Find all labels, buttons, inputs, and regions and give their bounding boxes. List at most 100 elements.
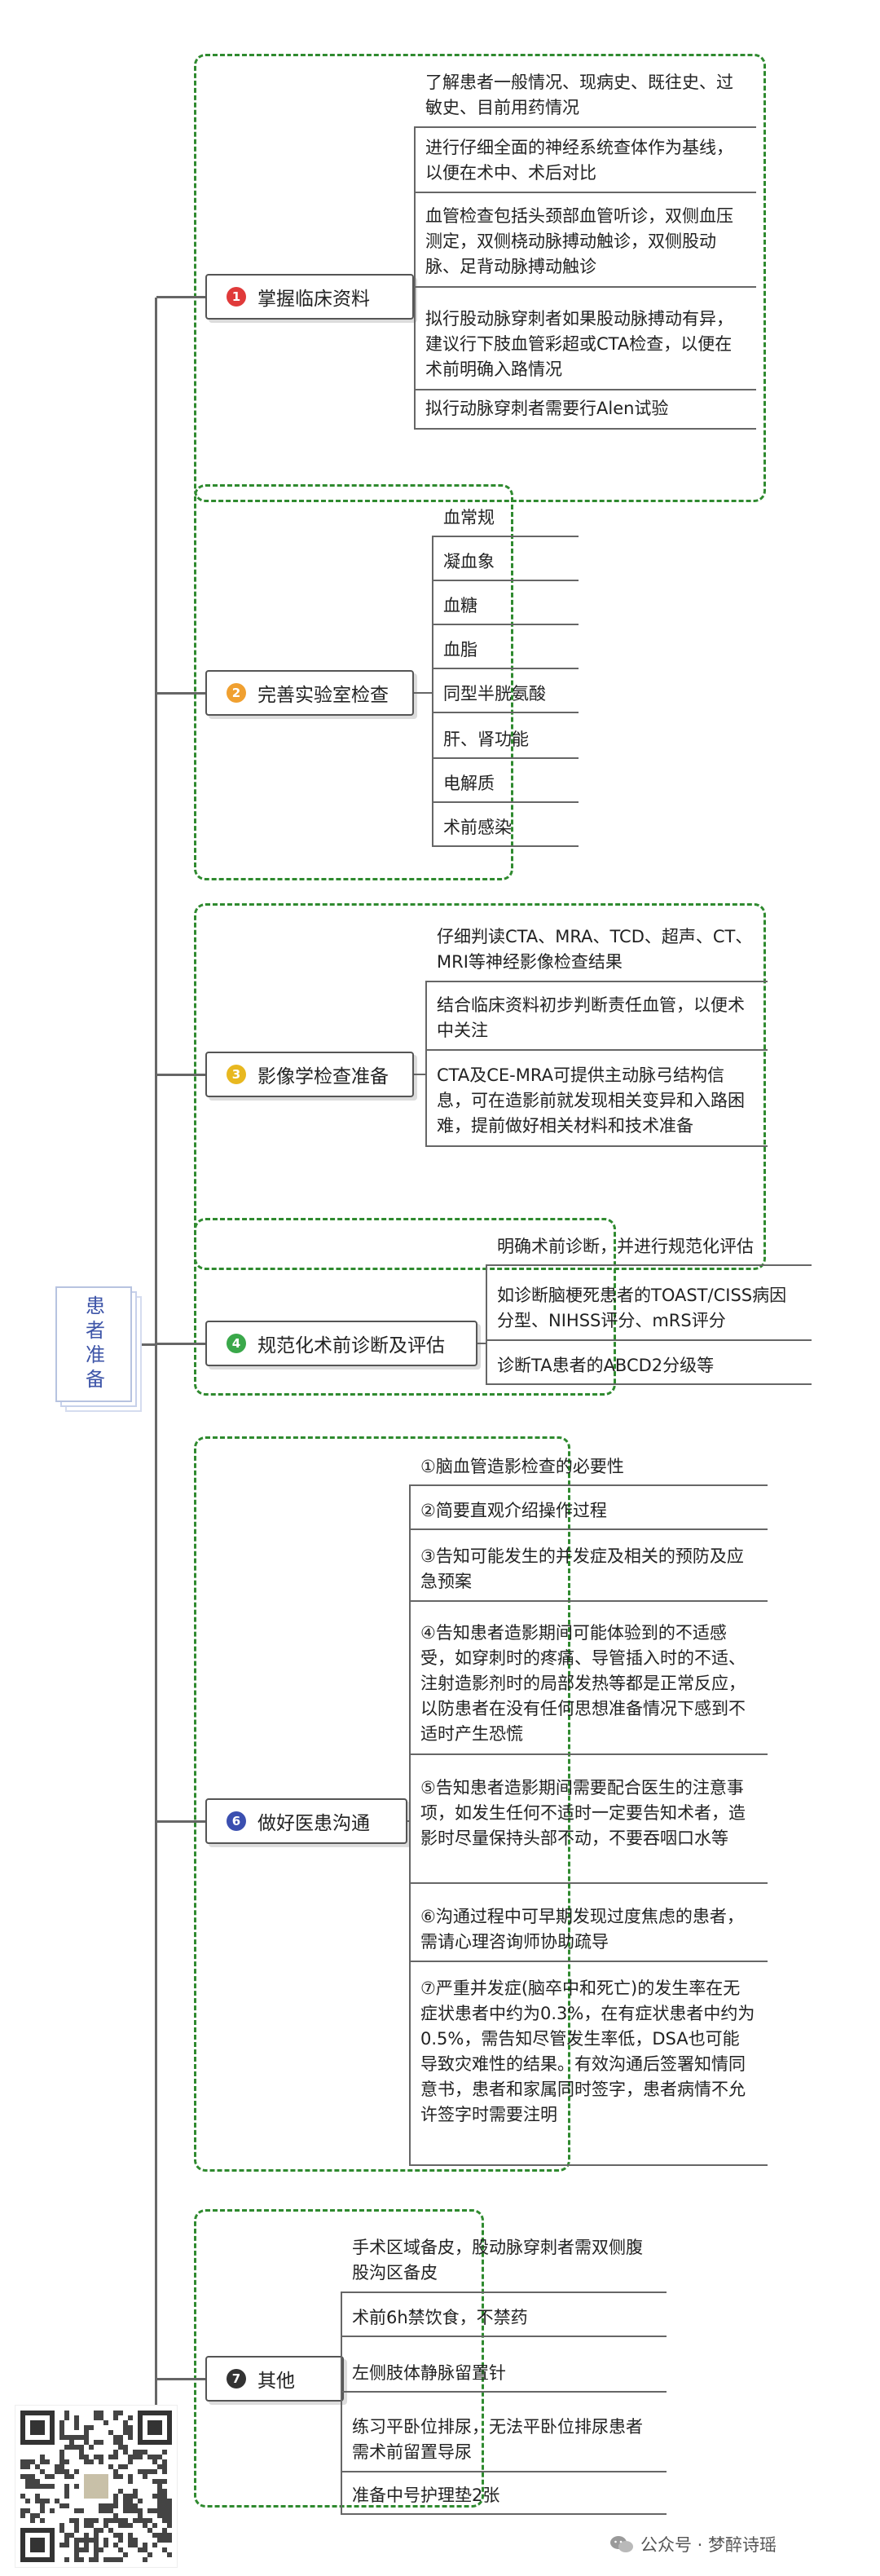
qr-code xyxy=(15,2405,178,2568)
leaf-underline xyxy=(409,1528,768,1530)
branch-group-box xyxy=(194,484,513,880)
branch-connector xyxy=(156,1074,207,1076)
leaf-item: 同型半胱氨酸 xyxy=(443,684,546,704)
leaf-underline xyxy=(486,1264,812,1266)
leaf-underline xyxy=(486,1339,812,1341)
leaf-bracket-line xyxy=(414,127,416,429)
leaf-underline xyxy=(414,192,756,193)
leaf-item: 血常规 xyxy=(443,508,495,527)
branch-connector xyxy=(156,296,207,298)
leaf-item: 电解质 xyxy=(443,774,495,793)
leaf-underline xyxy=(341,2471,667,2472)
category-node: 2 完善实验室检查 xyxy=(205,670,414,716)
leaf-item: 术前感染 xyxy=(443,818,512,837)
branch-group-box xyxy=(194,54,766,502)
leaf-underline xyxy=(432,801,579,803)
leaf-item: 左侧肢体静脉留置针 xyxy=(352,2363,506,2383)
root-node: 患者准备 xyxy=(55,1286,132,1402)
category-label: 规范化术前诊断及评估 xyxy=(257,1335,445,1356)
leaf-item: 结合临床资料初步判断责任血管，以便术中关注 xyxy=(437,995,745,1040)
number-badge-icon: 6 xyxy=(227,1811,246,1831)
number-badge-icon: 7 xyxy=(227,2369,246,2389)
main-trunk-line xyxy=(155,298,157,2433)
branch-connector xyxy=(156,1343,207,1345)
leaf-underline xyxy=(425,1145,768,1147)
watermark: 公众号 · 梦醉诗瑶 xyxy=(609,2532,777,2556)
branch-connector xyxy=(156,2378,207,2380)
leaf-underline xyxy=(432,624,579,625)
leaf-item: 诊断TA患者的ABCD2分级等 xyxy=(497,1356,715,1375)
category-label: 掌握临床资料 xyxy=(257,289,370,310)
leaf-bracket-line xyxy=(486,1265,487,1384)
leaf-underline xyxy=(425,981,768,982)
category-to-leaf-connector xyxy=(414,1074,425,1075)
category-node: 4 规范化术前诊断及评估 xyxy=(205,1321,477,1366)
leaf-bracket-line xyxy=(409,1485,411,2165)
category-to-leaf-connector xyxy=(407,1820,409,1822)
branch-connector xyxy=(156,1820,207,1823)
branch-group-box xyxy=(194,1218,616,1396)
leaf-item: 手术区域备皮，股动脉穿刺者需双侧腹股沟区备皮 xyxy=(352,2238,643,2283)
leaf-item: 明确术前诊断，并进行规范化评估 xyxy=(497,1237,754,1256)
branch-group-box xyxy=(194,1436,570,2172)
leaf-item: ⑤告知患者造影期间需要配合医生的注意事项，如发生任何不适时一定要告知术者，造影时… xyxy=(420,1778,746,1848)
category-label: 做好医患沟通 xyxy=(257,1813,370,1834)
leaf-underline xyxy=(341,2391,667,2393)
category-node: 6 做好医患沟通 xyxy=(205,1798,407,1844)
category-node: 3 影像学检查准备 xyxy=(205,1052,414,1097)
leaf-underline xyxy=(432,580,579,581)
leaf-item: 凝血象 xyxy=(443,552,495,571)
leaf-item: 血脂 xyxy=(443,640,477,659)
leaf-item: ⑥沟通过程中可早期发现过度焦虑的患者，需请心理咨询师协助疏导 xyxy=(420,1907,744,1952)
number-badge-icon: 3 xyxy=(227,1065,246,1084)
leaf-bracket-line xyxy=(432,536,433,846)
number-badge-icon: 1 xyxy=(227,287,246,307)
leaf-underline xyxy=(432,668,579,669)
leaf-item: 了解患者一般情况、现病史、既往史、过敏史、目前用药情况 xyxy=(425,73,733,117)
branch-group-box xyxy=(194,903,766,1270)
leaf-item: ①脑血管造影检查的必要性 xyxy=(420,1457,624,1476)
leaf-item: 仔细判读CTA、MRA、TCD、超声、CT、MRI等神经影像检查结果 xyxy=(437,927,753,972)
number-badge-icon: 4 xyxy=(227,1334,246,1353)
category-node: 7 其他 xyxy=(205,2356,344,2402)
leaf-underline xyxy=(432,712,579,713)
leaf-item: ③告知可能发生的并发症及相关的预防及应急预案 xyxy=(420,1546,744,1591)
leaf-item: 肝、肾功能 xyxy=(443,730,529,749)
category-label: 影像学检查准备 xyxy=(257,1066,389,1087)
wechat-icon xyxy=(610,2536,633,2552)
leaf-underline xyxy=(432,845,579,847)
category-label: 其他 xyxy=(257,2371,295,2392)
leaf-underline xyxy=(414,428,756,430)
category-to-leaf-connector xyxy=(414,692,432,694)
leaf-underline xyxy=(409,1753,768,1755)
leaf-underline xyxy=(409,1600,768,1602)
branch-connector xyxy=(156,692,207,695)
leaf-underline xyxy=(409,1961,768,1962)
leaf-underline xyxy=(341,2291,667,2293)
leaf-item: 血管检查包括头颈部血管听诊，双侧血压测定，双侧桡动脉搏动触诊，双侧股动脉、足背动… xyxy=(425,206,733,276)
leaf-underline xyxy=(414,286,756,288)
leaf-underline xyxy=(409,1882,768,1884)
leaf-underline xyxy=(432,536,579,537)
number-badge-icon: 2 xyxy=(227,683,246,703)
leaf-item: CTA及CE-MRA可提供主动脉弓结构信息，可在造影前就发现相关变异和入路困难，… xyxy=(437,1065,745,1136)
qr-code-icon xyxy=(15,2406,177,2567)
category-node: 1 掌握临床资料 xyxy=(205,274,414,320)
category-to-leaf-connector xyxy=(477,1343,486,1344)
leaf-item: 进行仔细全面的神经系统查体作为基线，以便在术中、术后对比 xyxy=(425,138,733,183)
leaf-underline xyxy=(425,1049,768,1051)
watermark-text: 公众号 · 梦醉诗瑶 xyxy=(640,2535,777,2555)
leaf-underline xyxy=(432,757,579,759)
root-label: 患者准备 xyxy=(81,1295,105,1393)
leaf-item: 练习平卧位排尿，无法平卧位排尿患者需术前留置导尿 xyxy=(352,2417,643,2462)
leaf-underline xyxy=(486,1383,812,1385)
leaf-item: 如诊断脑梗死患者的TOAST/CISS病因分型、NIHSS评分、mRS评分 xyxy=(497,1286,787,1330)
leaf-underline xyxy=(409,1484,768,1486)
leaf-item: ②简要直观介绍操作过程 xyxy=(420,1501,607,1520)
branch-group-box xyxy=(194,2209,484,2508)
leaf-item: ④告知患者造影期间可能体验到的不适感受，如穿刺时的疼痛、导管插入时的不适、注射造… xyxy=(420,1623,746,1744)
leaf-underline xyxy=(414,126,756,128)
leaf-underline xyxy=(341,2336,667,2337)
leaf-item: 拟行股动脉穿刺者如果股动脉搏动有异，建议行下肢血管彩超或CTA检查，以便在术前明… xyxy=(425,309,733,379)
category-label: 完善实验室检查 xyxy=(257,685,389,706)
